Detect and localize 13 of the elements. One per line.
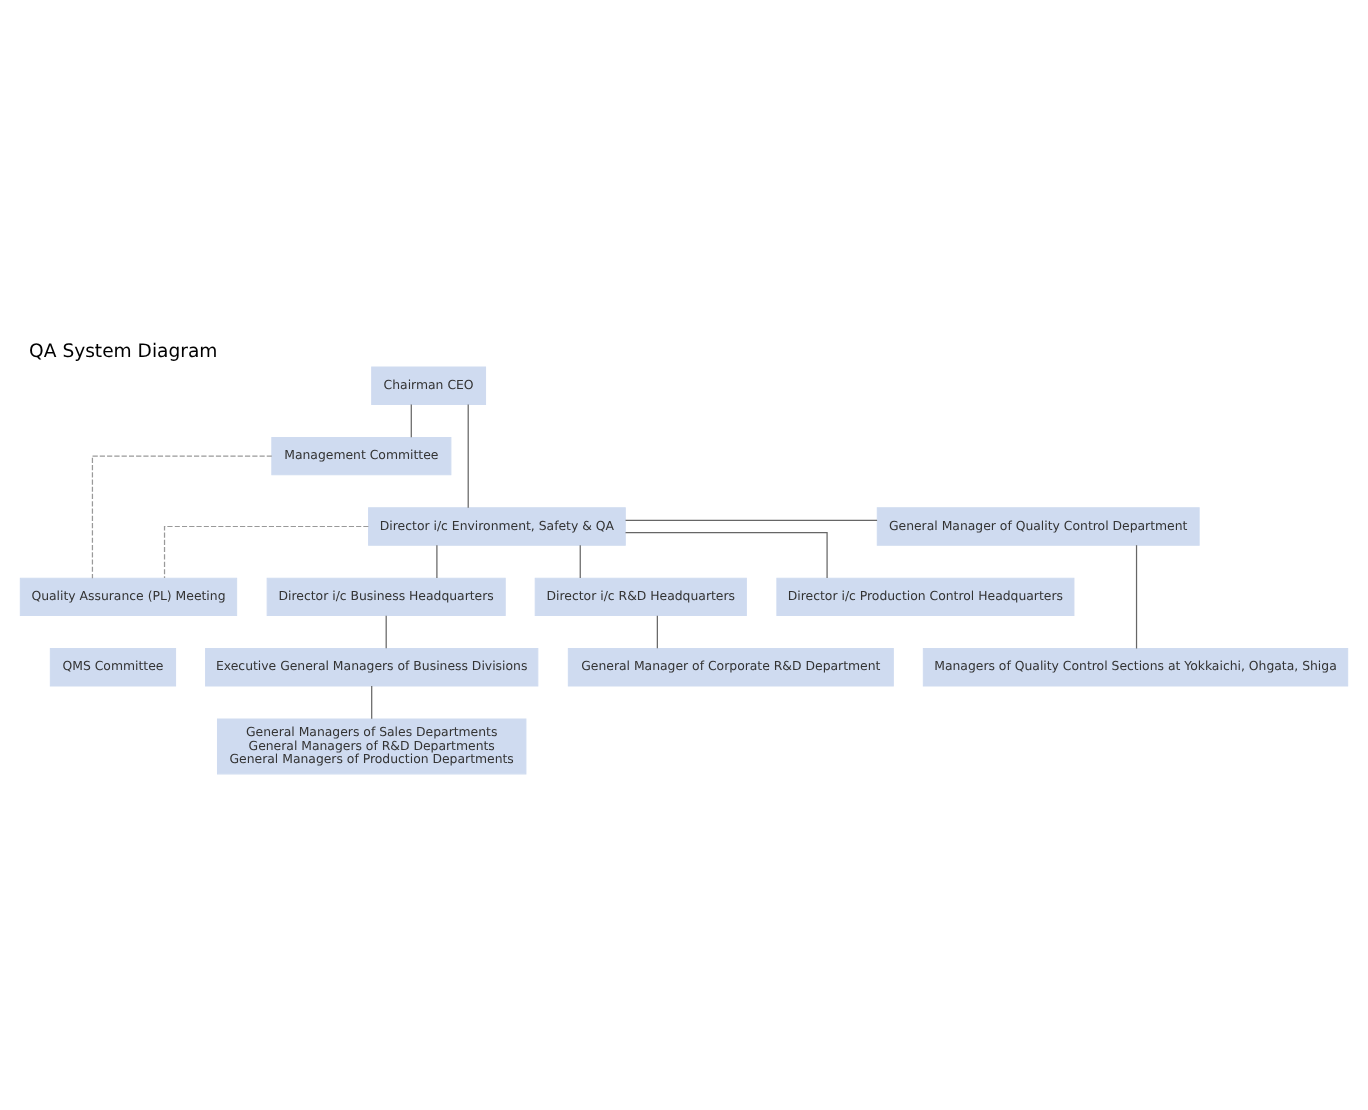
connector [656, 614, 658, 648]
connector [371, 684, 373, 719]
connector [579, 543, 581, 578]
connector [410, 403, 412, 437]
connector [1135, 543, 1138, 649]
connector [467, 402, 469, 508]
connector [385, 614, 387, 648]
connector [436, 543, 438, 578]
connector [91, 454, 273, 578]
connector [624, 531, 828, 578]
connector [624, 518, 878, 520]
diagram-title: QA System Diagram [29, 340, 218, 363]
connector [163, 524, 370, 578]
